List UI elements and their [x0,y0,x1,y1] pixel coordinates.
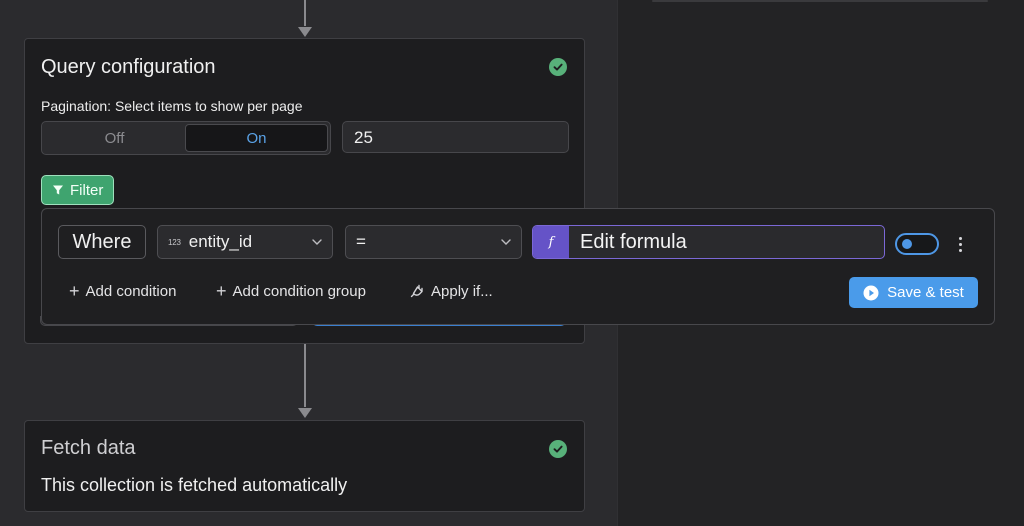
pagination-label: Pagination: Select items to show per pag… [41,98,303,114]
formula-input-label: Edit formula [580,230,687,253]
field-select[interactable]: 123 entity_id [157,225,333,259]
add-condition-button[interactable]: + Add condition [69,281,177,301]
add-condition-label: Add condition [85,283,177,300]
filter-popover: Where 123 entity_id = f Edit formula + A… [41,208,995,325]
chevron-down-icon [312,239,322,245]
formula-icon: f [533,226,569,258]
toggle-knob [902,239,912,249]
chevron-down-icon [501,239,511,245]
formula-input[interactable]: f Edit formula [532,225,885,259]
pagination-toggle: Off On [41,121,331,155]
flow-arrow-top [298,27,312,37]
check-circle-icon [549,440,567,458]
condition-toggle[interactable] [895,233,939,255]
operator-select-value: = [356,232,366,251]
filter-button-label: Filter [70,181,104,199]
apply-if-label: Apply if... [431,283,493,300]
filter-button[interactable]: Filter [41,175,115,205]
add-condition-group-label: Add condition group [232,283,366,300]
fetch-card-title: Fetch data [41,437,136,459]
plus-icon: + [216,281,227,301]
save-and-test-button[interactable]: Save & test [849,277,978,308]
flow-arrow-middle [298,408,312,418]
fetch-card-description: This collection is fetched automatically [41,475,348,495]
per-page-input[interactable]: 25 [342,121,569,153]
pagination-off-option[interactable]: Off [104,129,125,147]
plus-icon: + [69,281,80,301]
flow-connector-middle [304,344,306,407]
funnel-icon [53,185,63,195]
number-type-icon: 123 [168,237,181,247]
fetch-data-card: Fetch data This collection is fetched au… [24,420,585,512]
pagination-on-option[interactable]: On [185,124,328,152]
play-circle-icon [863,285,879,300]
query-card-title: Query configuration [41,56,216,78]
add-condition-group-button[interactable]: + Add condition group [216,281,366,301]
check-circle-icon [549,58,567,76]
plug-icon [410,284,423,298]
more-options-icon[interactable] [954,233,966,255]
operator-select[interactable]: = [345,225,522,259]
right-panel-element-edge [652,0,988,2]
flow-connector-top [304,0,306,26]
save-and-test-label: Save & test [887,284,964,301]
where-label: Where [58,225,146,259]
field-select-value: entity_id [188,232,253,251]
apply-if-button[interactable]: Apply if... [410,283,493,300]
